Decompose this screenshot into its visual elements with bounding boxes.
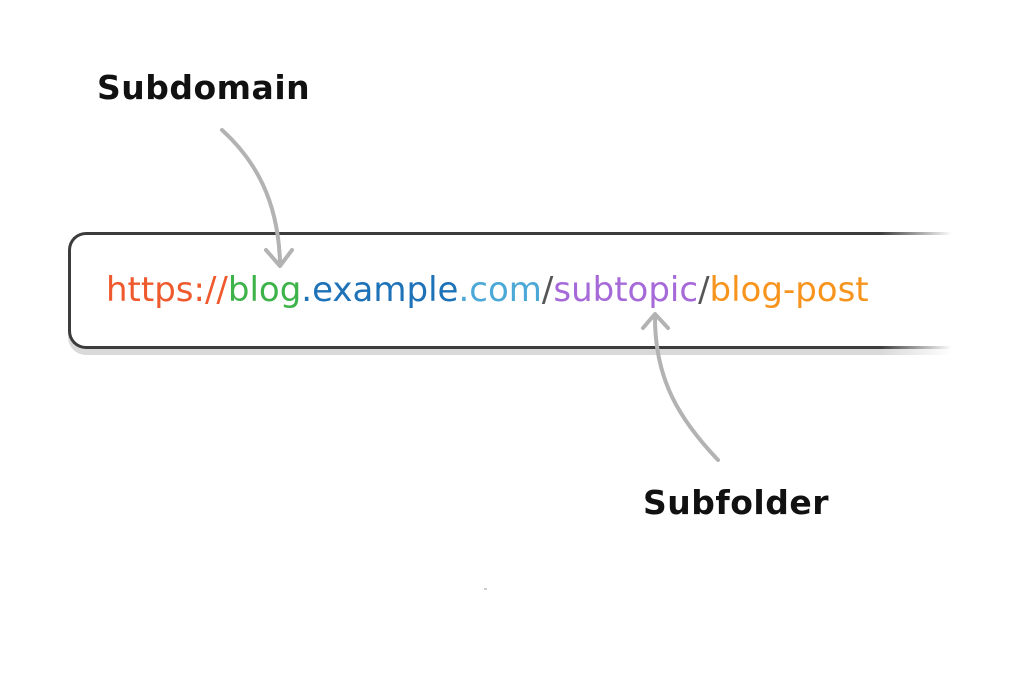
subfolder-label: Subfolder [643, 483, 829, 522]
stray-mark [484, 588, 487, 590]
arrow-strokes [220, 128, 720, 462]
url-bar-fade [880, 222, 1000, 362]
url-slash-1: / [541, 270, 554, 310]
url-text: https://blog.example.com/subtopic/blog-p… [106, 268, 869, 312]
url-slash-2: / [698, 270, 710, 310]
subdomain-label: Subdomain [97, 68, 311, 107]
url-tld: com [469, 270, 542, 310]
url-domain: example [312, 270, 459, 310]
url-subfolder: subtopic [553, 270, 699, 310]
subfolder-arrowhead [641, 312, 670, 330]
url-page: blog-post [709, 270, 869, 310]
url-scheme: https:// [106, 270, 228, 310]
url-bar [68, 232, 968, 349]
url-dot-1: . [301, 270, 313, 310]
subdomain-arrowhead [264, 248, 294, 268]
url-subdomain: blog [227, 270, 302, 310]
subfolder-arrow [653, 316, 720, 462]
subdomain-arrow [220, 128, 282, 264]
url-dot-2: . [458, 270, 470, 310]
